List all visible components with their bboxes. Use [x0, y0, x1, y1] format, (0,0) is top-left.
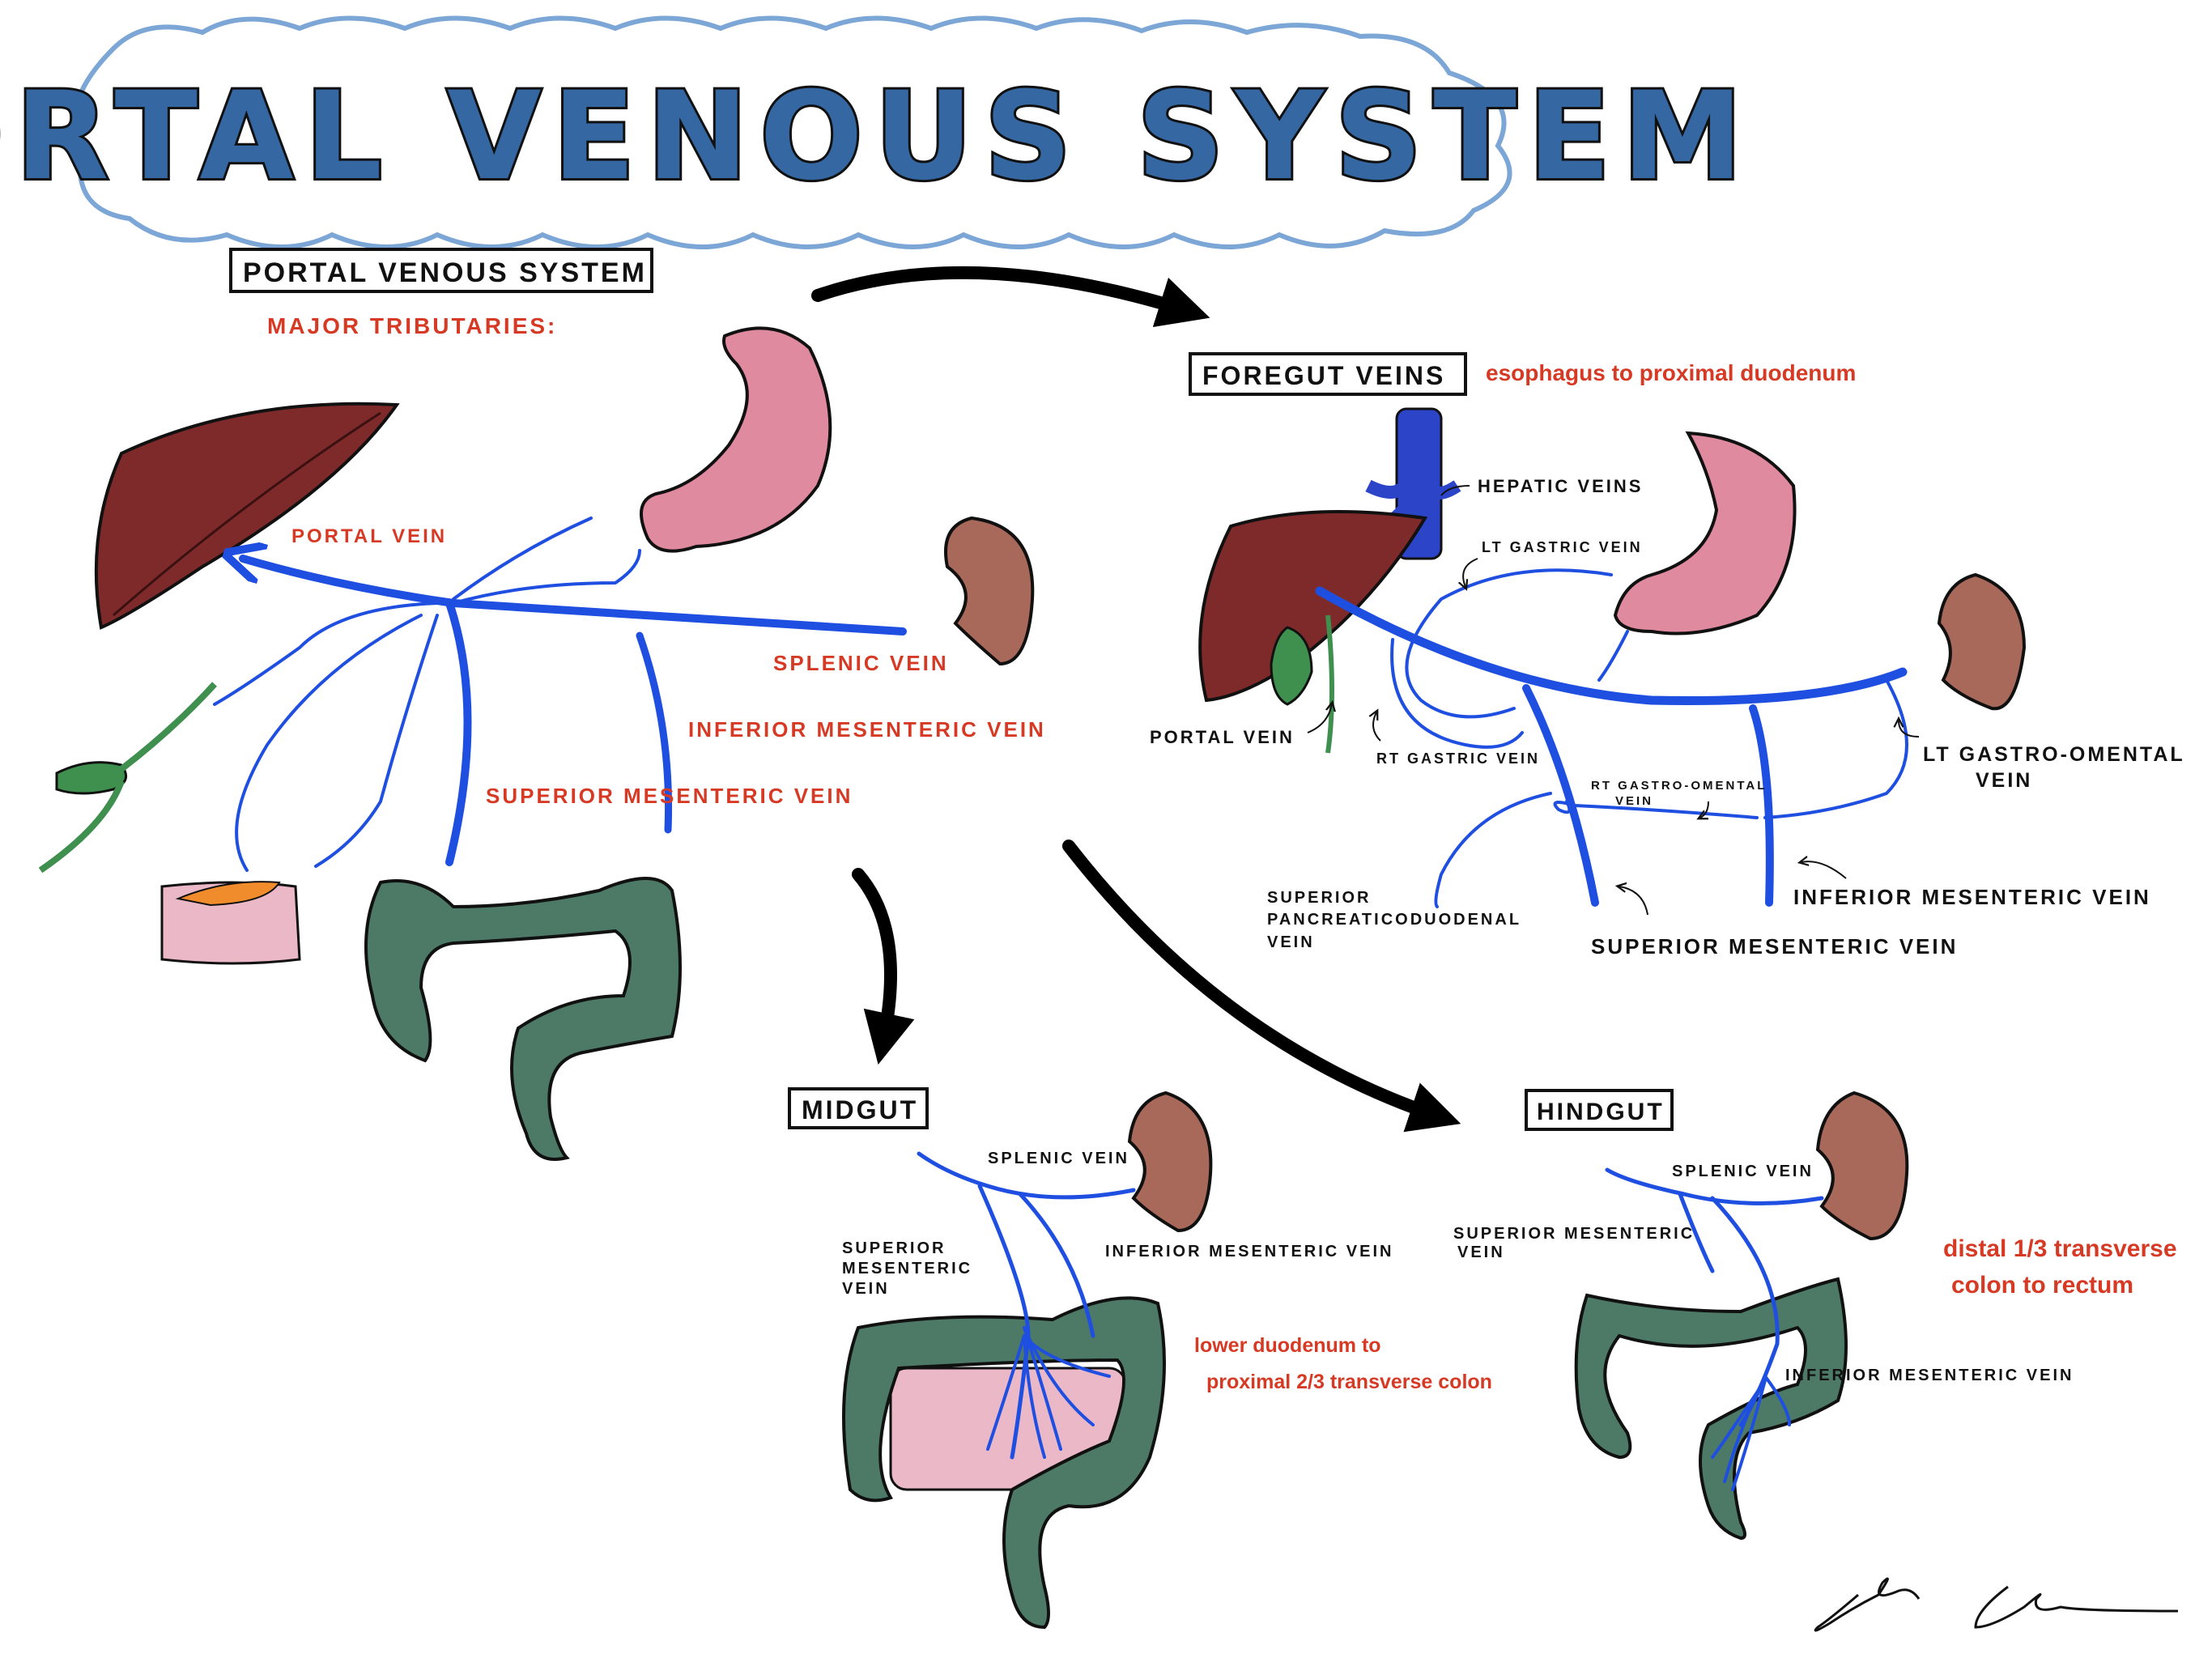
pointer-rt-gastroomental [1700, 801, 1709, 818]
overview-subheading: MAJOR TRIBUTARIES: [267, 313, 557, 338]
fg-label-hepatic-veins: HEPATIC VEINS [1478, 476, 1643, 496]
midgut-note-line1: lower duodenum to [1194, 1334, 1381, 1357]
foregut-note: esophagus to proximal duodenum [1486, 360, 1856, 385]
midgut-note-line2: proximal 2/3 transverse colon [1206, 1371, 1492, 1393]
overview-vein-left-3 [314, 614, 439, 868]
hindgut-spleen [1815, 1090, 1909, 1241]
fg-label-lt-gastroomental-2: VEIN [1976, 769, 2032, 792]
overview-imv [636, 631, 673, 834]
foregut-panel: FOREGUT VEINS esophagus to proximal duod… [1150, 352, 2185, 959]
fg-label-smv: SUPERIOR MESENTERIC VEIN [1591, 934, 1958, 959]
title-cloud [71, 15, 1512, 249]
foregut-imv [1749, 704, 1774, 907]
hg-label-splenic-vein: SPLENIC VEIN [1672, 1163, 1814, 1180]
mg-label-smv-2: MESENTERIC [842, 1260, 972, 1278]
overview-vein-left-1 [213, 602, 439, 706]
label-smv: SUPERIOR MESENTERIC VEIN [486, 784, 853, 808]
pointer-imv [1802, 861, 1847, 879]
fg-label-rt-gastroomental-2: VEIN [1615, 794, 1653, 808]
hg-label-smv-1: SUPERIOR MESENTERIC [1453, 1225, 1695, 1243]
midgut-smv-branches [986, 1326, 1111, 1459]
overview-vein-to-stomach [452, 517, 641, 605]
overview-heading: PORTAL VENOUS SYSTEM [243, 257, 647, 288]
label-portal-vein: PORTAL VEIN [291, 525, 447, 547]
label-splenic-vein: SPLENIC VEIN [773, 651, 949, 675]
hg-label-imv: INFERIOR MESENTERIC VEIN [1785, 1367, 2074, 1384]
fg-label-rt-gastric: RT GASTRIC VEIN [1376, 750, 1540, 767]
midgut-panel: MIDGUT SPLENIC VEIN SUPERIOR MESENTERIC … [788, 1087, 1492, 1630]
liver [94, 402, 400, 630]
midgut-spleen [1127, 1090, 1213, 1233]
pointer-hepatic [1440, 485, 1470, 496]
hindgut-note-line1: distal 1/3 transverse [1943, 1235, 2177, 1262]
hindgut-panel: HINDGUT SPLENIC VEIN SUPERIOR MESENTERIC… [1453, 1089, 2177, 1541]
colon [364, 877, 682, 1161]
foregut-smv [1522, 684, 1599, 907]
hindgut-heading: HINDGUT [1537, 1099, 1665, 1125]
fg-label-imv: INFERIOR MESENTERIC VEIN [1793, 885, 2151, 909]
overview-panel: PORTAL VENOUS SYSTEM MAJOR TRIBUTARIES: … [38, 248, 1046, 1161]
foregut-lt-gastric [1405, 568, 1613, 719]
overview-heading-box [229, 248, 653, 293]
fg-label-portal-vein: PORTAL VEIN [1150, 727, 1295, 747]
gallbladder [55, 761, 128, 795]
pointer-lt-gastric [1463, 558, 1478, 587]
spleen [944, 516, 1035, 666]
midgut-splenic-vein [917, 1151, 1136, 1200]
midgut-heading: MIDGUT [802, 1095, 918, 1124]
pointer-rt-gastric [1373, 712, 1381, 742]
mg-label-smv-3: VEIN [842, 1280, 890, 1298]
mg-label-imv: INFERIOR MESENTERIC VEIN [1105, 1243, 1393, 1261]
foregut-stomach [1613, 431, 1797, 636]
overview-vein-left-2 [235, 614, 423, 872]
midgut-colon [842, 1296, 1166, 1630]
overview-smv [445, 599, 472, 866]
pointer-portal [1307, 704, 1332, 733]
hg-label-smv-2: VEIN [1457, 1244, 1505, 1261]
stomach [640, 326, 832, 553]
cystic-duct [38, 682, 217, 874]
foregut-gallbladder [1270, 626, 1313, 706]
hindgut-heading-box [1525, 1089, 1674, 1131]
hindgut-imv-branches [1711, 1375, 1791, 1491]
foregut-spleen [1937, 572, 2027, 711]
mg-label-smv-1: SUPERIOR [842, 1239, 946, 1257]
hindgut-colon [1574, 1277, 1848, 1541]
foregut-portal-splenic [1315, 586, 1908, 706]
hindgut-note-line2: colon to rectum [1951, 1272, 2133, 1299]
liver-line [113, 411, 381, 617]
foregut-stomach-vein [1597, 630, 1629, 682]
midgut-heading-box [788, 1087, 929, 1129]
arrow-to-hindgut [1062, 840, 1461, 1133]
midgut-imv [1018, 1192, 1095, 1338]
hindgut-smv [1678, 1192, 1715, 1273]
foregut-liver [1198, 510, 1428, 703]
foregut-heading: FOREGUT VEINS [1202, 361, 1445, 390]
pointer-smv [1619, 886, 1648, 916]
arrow-to-foregut [811, 266, 1210, 328]
fg-label-lt-gastric: LT GASTRIC VEIN [1482, 539, 1643, 555]
hindgut-splenic-vein [1605, 1167, 1824, 1205]
pointer-lt-gastroomental [1899, 721, 1920, 738]
fg-label-spd-2: PANCREATICODUODENAL [1267, 911, 1521, 929]
foregut-rt-gastric [1390, 638, 1524, 749]
page-title: PORTAL VENOUS SYSTEM [0, 66, 1755, 207]
pancreas-tail [175, 881, 281, 907]
fg-label-spd-1: SUPERIOR [1267, 889, 1371, 907]
foregut-sup-pancreaticoduodenal [1434, 792, 1552, 908]
foregut-rt-gastroomental [1553, 800, 1759, 819]
mg-label-splenic-vein: SPLENIC VEIN [988, 1150, 1129, 1167]
foregut-heading-box [1189, 352, 1467, 396]
fg-label-rt-gastroomental-1: RT GASTRO-OMENTAL [1591, 779, 1767, 793]
foregut-cystic-duct [1325, 614, 1334, 754]
title-banner: PORTAL VENOUS SYSTEM [0, 15, 1755, 249]
fg-label-spd-3: VEIN [1267, 933, 1315, 951]
label-imv: INFERIOR MESENTERIC VEIN [688, 717, 1046, 742]
fg-label-lt-gastroomental-1: LT GASTRO-OMENTAL [1923, 743, 2185, 766]
signature [1814, 1577, 2179, 1632]
portal-vein-main [243, 559, 907, 636]
arrow-to-midgut [852, 868, 915, 1065]
